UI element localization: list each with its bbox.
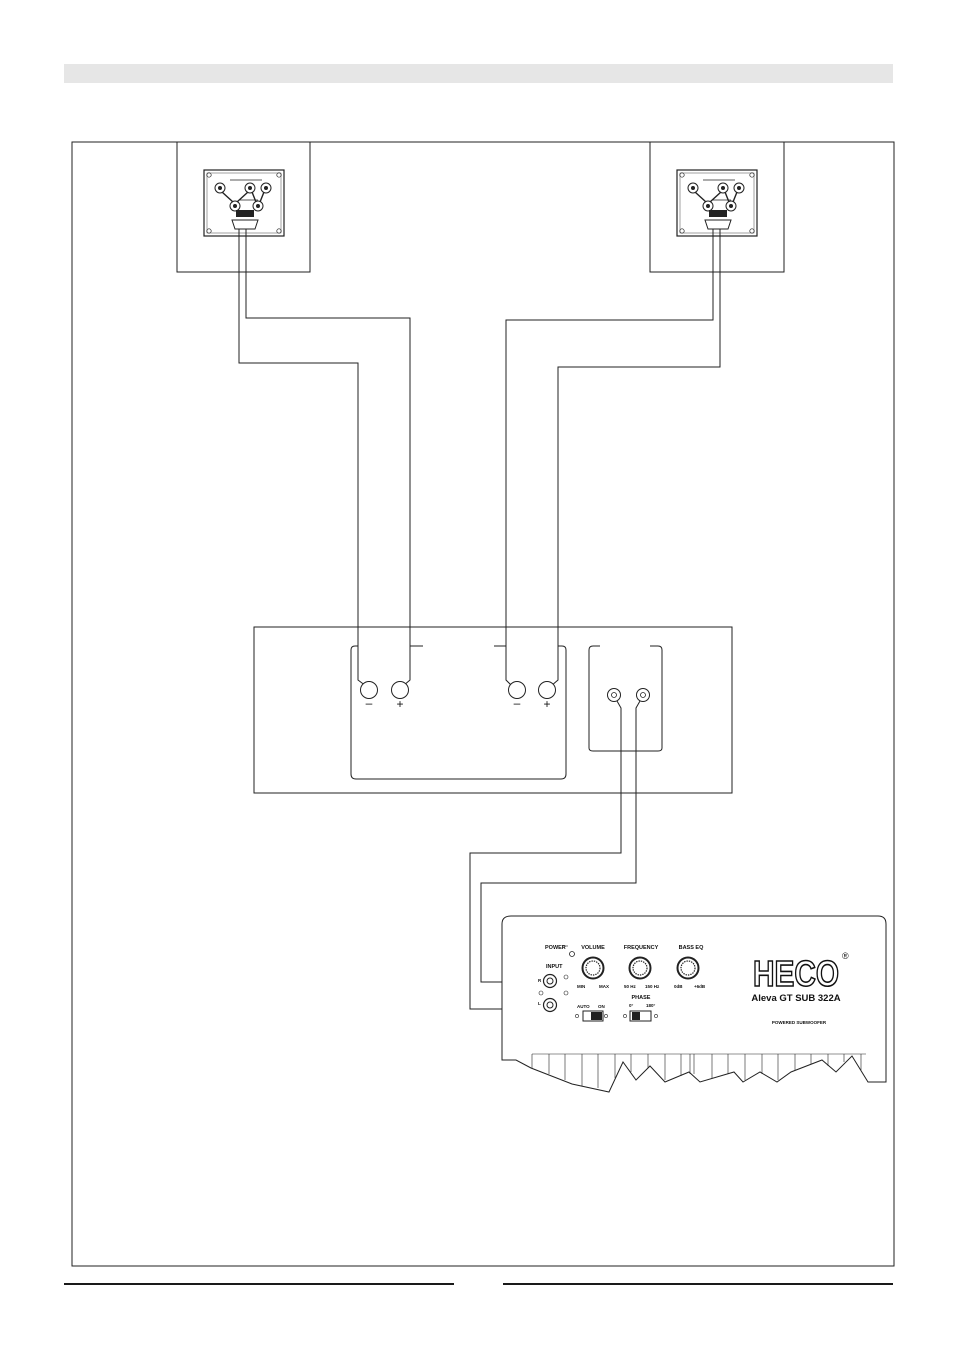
input-l-jack [544,999,557,1012]
volume-max-label: MAX [599,984,609,989]
left-plus-terminal [392,682,409,699]
phase-180-label: 180° [646,1003,656,1008]
sub-out-r-jack [637,689,650,702]
sub-out-l-jack [608,689,621,702]
registered-mark: ® [842,951,849,961]
right-minus-label: – [514,696,521,710]
phase-label: PHASE [632,995,651,1001]
powered-subwoofer-label: POWERED SUBWOOFER [772,1020,827,1025]
input-r-jack [544,975,557,988]
left-speaker [177,142,310,272]
on-label: ON [598,1004,605,1009]
amplifier-panel: – + – + [254,627,732,793]
frequency-high-label: 150 Hz [645,984,660,989]
model-name: Aleva GT SUB 322A [751,993,840,1004]
left-minus-label: – [366,696,373,710]
power-led [570,952,575,957]
frequency-low-label: 50 Hz [624,984,637,989]
right-plus-label: + [543,697,550,711]
bass-eq-label: BASS EQ [679,945,704,951]
left-plus-label: + [396,697,403,711]
diagram-frame [72,142,894,1266]
volume-min-label: MIN [577,984,585,989]
right-plus-terminal [539,682,556,699]
frequency-label: FREQUENCY [624,945,659,951]
bass-eq-high-label: +6dB [694,984,706,989]
input-l-label: L [538,1001,541,1006]
speaker-cables [239,229,720,686]
right-speaker [650,142,784,272]
auto-label: AUTO [577,1004,590,1009]
bass-eq-low-label: 0dB [674,984,683,989]
volume-label: VOLUME [581,945,605,951]
phase-0-label: 0° [629,1003,634,1008]
subwoofer-panel: POWER INPUT R L VOLUME MIN MAX FREQUENCY… [502,916,886,1092]
heco-logo: HECO [753,953,839,994]
input-label: INPUT [546,964,563,970]
